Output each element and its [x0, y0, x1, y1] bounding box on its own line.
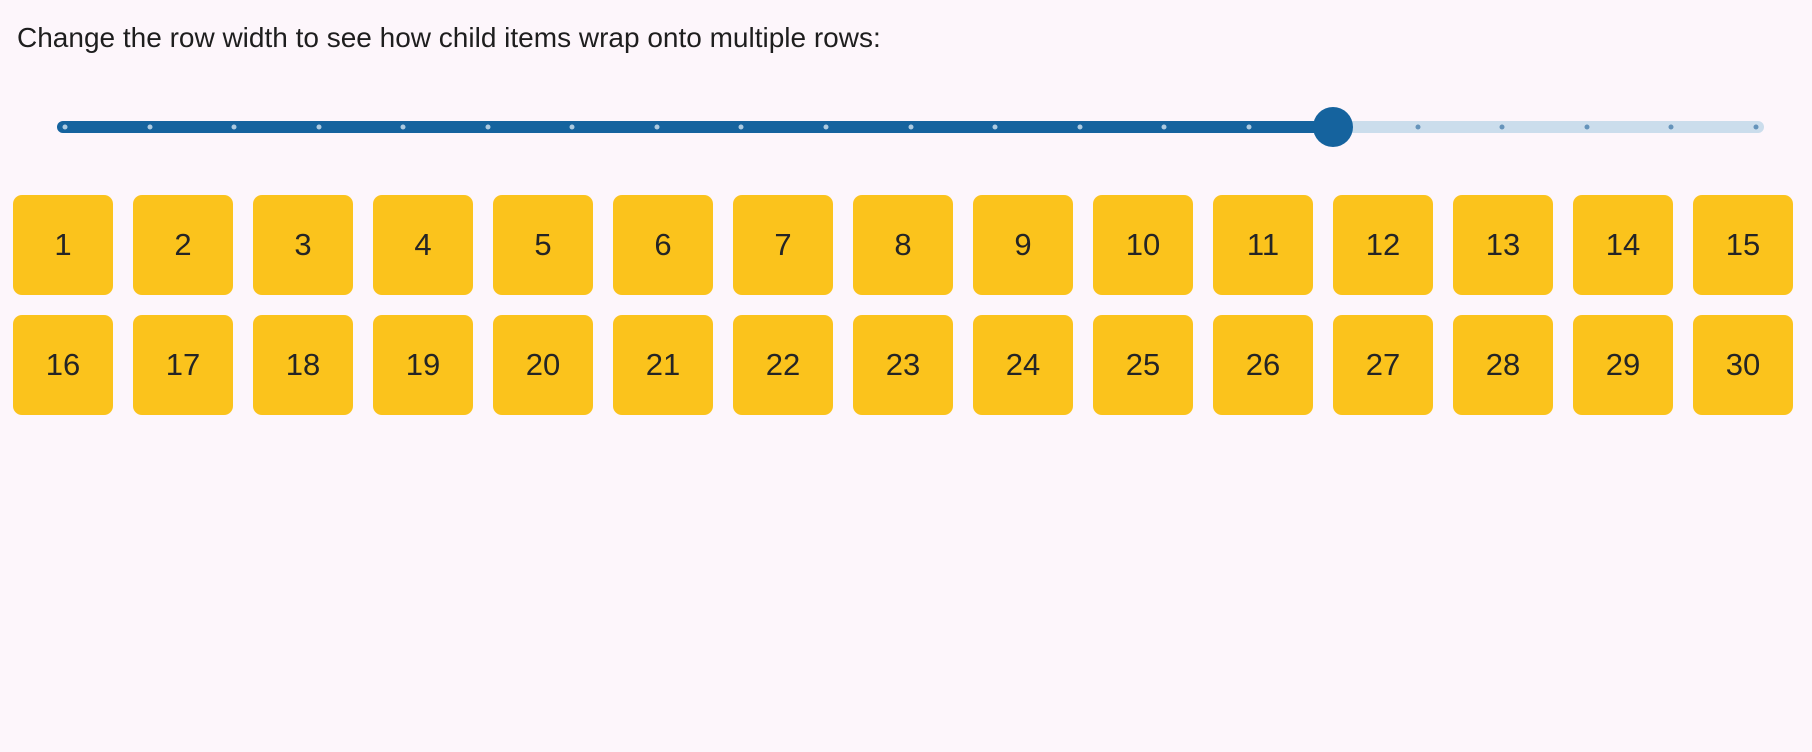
- slider-tick: [1077, 124, 1083, 130]
- slider-tick: [1499, 124, 1505, 130]
- slider-tick: [147, 124, 153, 130]
- tile: 22: [733, 315, 833, 415]
- tile: 27: [1333, 315, 1433, 415]
- slider-tick: [1415, 124, 1421, 130]
- slider-tick: [1753, 124, 1759, 130]
- tile: 20: [493, 315, 593, 415]
- tile: 21: [613, 315, 713, 415]
- tile: 18: [253, 315, 353, 415]
- tile: 26: [1213, 315, 1313, 415]
- tile: 4: [373, 195, 473, 295]
- slider-tick: [62, 124, 68, 130]
- tile: 13: [1453, 195, 1553, 295]
- slider-tick: [569, 124, 575, 130]
- slider-tick: [1246, 124, 1252, 130]
- tile: 30: [1693, 315, 1793, 415]
- slider-tick: [485, 124, 491, 130]
- slider-tick: [400, 124, 406, 130]
- tile: 15: [1693, 195, 1793, 295]
- tile: 10: [1093, 195, 1193, 295]
- tile: 2: [133, 195, 233, 295]
- row-width-slider[interactable]: [57, 105, 1764, 149]
- slider-tick: [1584, 124, 1590, 130]
- tile: 14: [1573, 195, 1673, 295]
- tile: 5: [493, 195, 593, 295]
- slider-tick: [738, 124, 744, 130]
- tile: 17: [133, 315, 233, 415]
- tile: 3: [253, 195, 353, 295]
- slider-tick: [1161, 124, 1167, 130]
- slider-thumb[interactable]: [1313, 107, 1354, 147]
- slider-tick: [908, 124, 913, 130]
- slider-tick: [654, 124, 660, 130]
- slider-tick: [231, 124, 237, 130]
- tile: 8: [853, 195, 953, 295]
- tile: 23: [853, 315, 953, 415]
- tile: 1: [13, 195, 113, 295]
- slider-tick: [316, 124, 322, 130]
- slider-tick: [1668, 124, 1674, 130]
- tile: 12: [1333, 195, 1433, 295]
- slider-tick: [992, 124, 998, 130]
- tile: 6: [613, 195, 713, 295]
- tile: 29: [1573, 315, 1673, 415]
- tile: 11: [1213, 195, 1313, 295]
- tile: 28: [1453, 315, 1553, 415]
- tile: 25: [1093, 315, 1193, 415]
- slider-ticks: [62, 121, 1759, 133]
- page-title: Change the row width to see how child it…: [17, 22, 881, 53]
- tile: 9: [973, 195, 1073, 295]
- tile: 7: [733, 195, 833, 295]
- slider-fill: [57, 121, 1334, 133]
- tile: 19: [373, 315, 473, 415]
- slider-tick: [823, 124, 829, 130]
- tile: 24: [973, 315, 1073, 415]
- tile: 16: [13, 315, 113, 415]
